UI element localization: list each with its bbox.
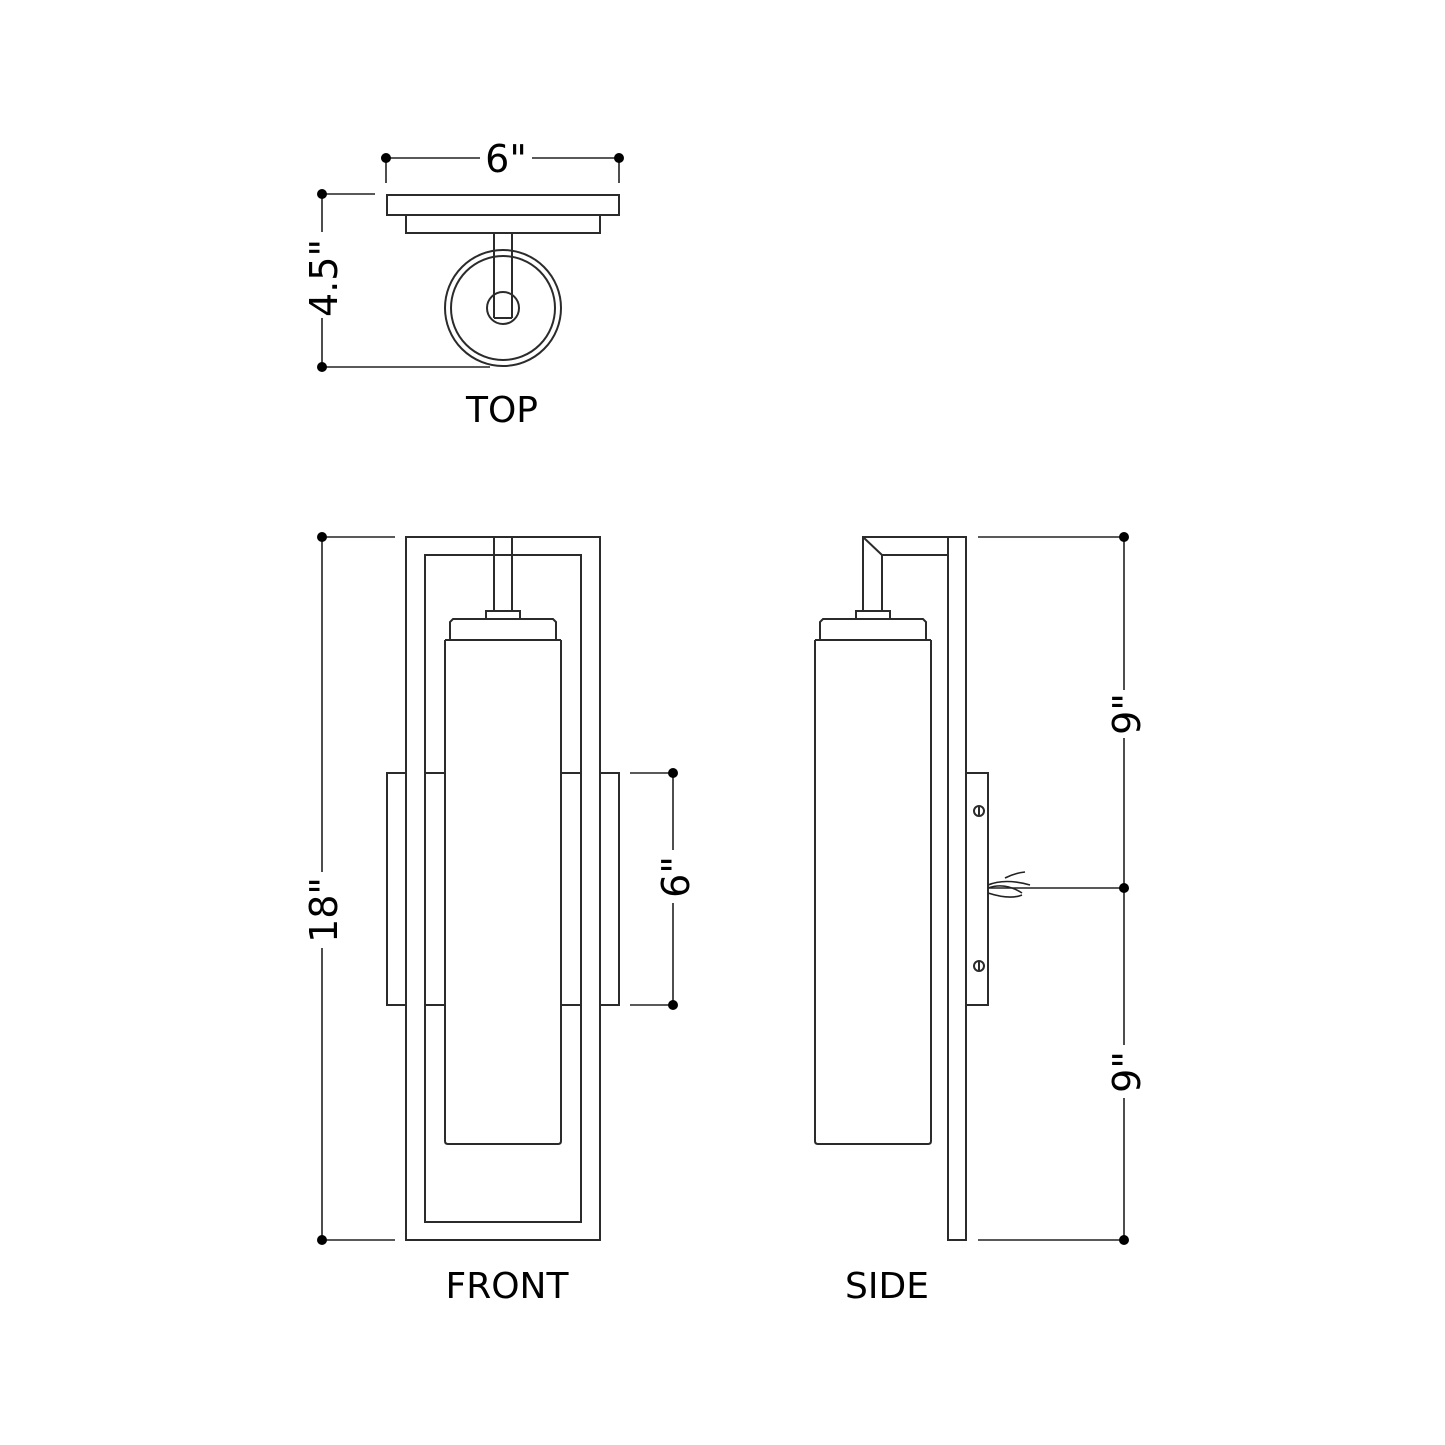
side-view: 9" 9" SIDE: [814, 532, 1149, 1307]
side-view-label: SIDE: [845, 1266, 929, 1307]
front-view-label: FRONT: [446, 1266, 570, 1307]
screw-icon: [973, 960, 985, 972]
side-lower-label: 9": [1105, 1051, 1149, 1093]
side-upper-label: 9": [1105, 693, 1149, 735]
top-view-label: TOP: [465, 390, 538, 431]
top-view: 6" 4.5" TOP: [302, 137, 624, 431]
front-view: 18" 6" FRONT: [302, 532, 698, 1307]
front-backplate-label: 6": [654, 856, 698, 898]
screw-icon: [973, 805, 985, 817]
front-height-label: 18": [302, 877, 346, 943]
top-depth-label: 4.5": [302, 239, 346, 317]
wire-icon: [987, 880, 1031, 886]
top-width-label: 6": [485, 137, 527, 181]
